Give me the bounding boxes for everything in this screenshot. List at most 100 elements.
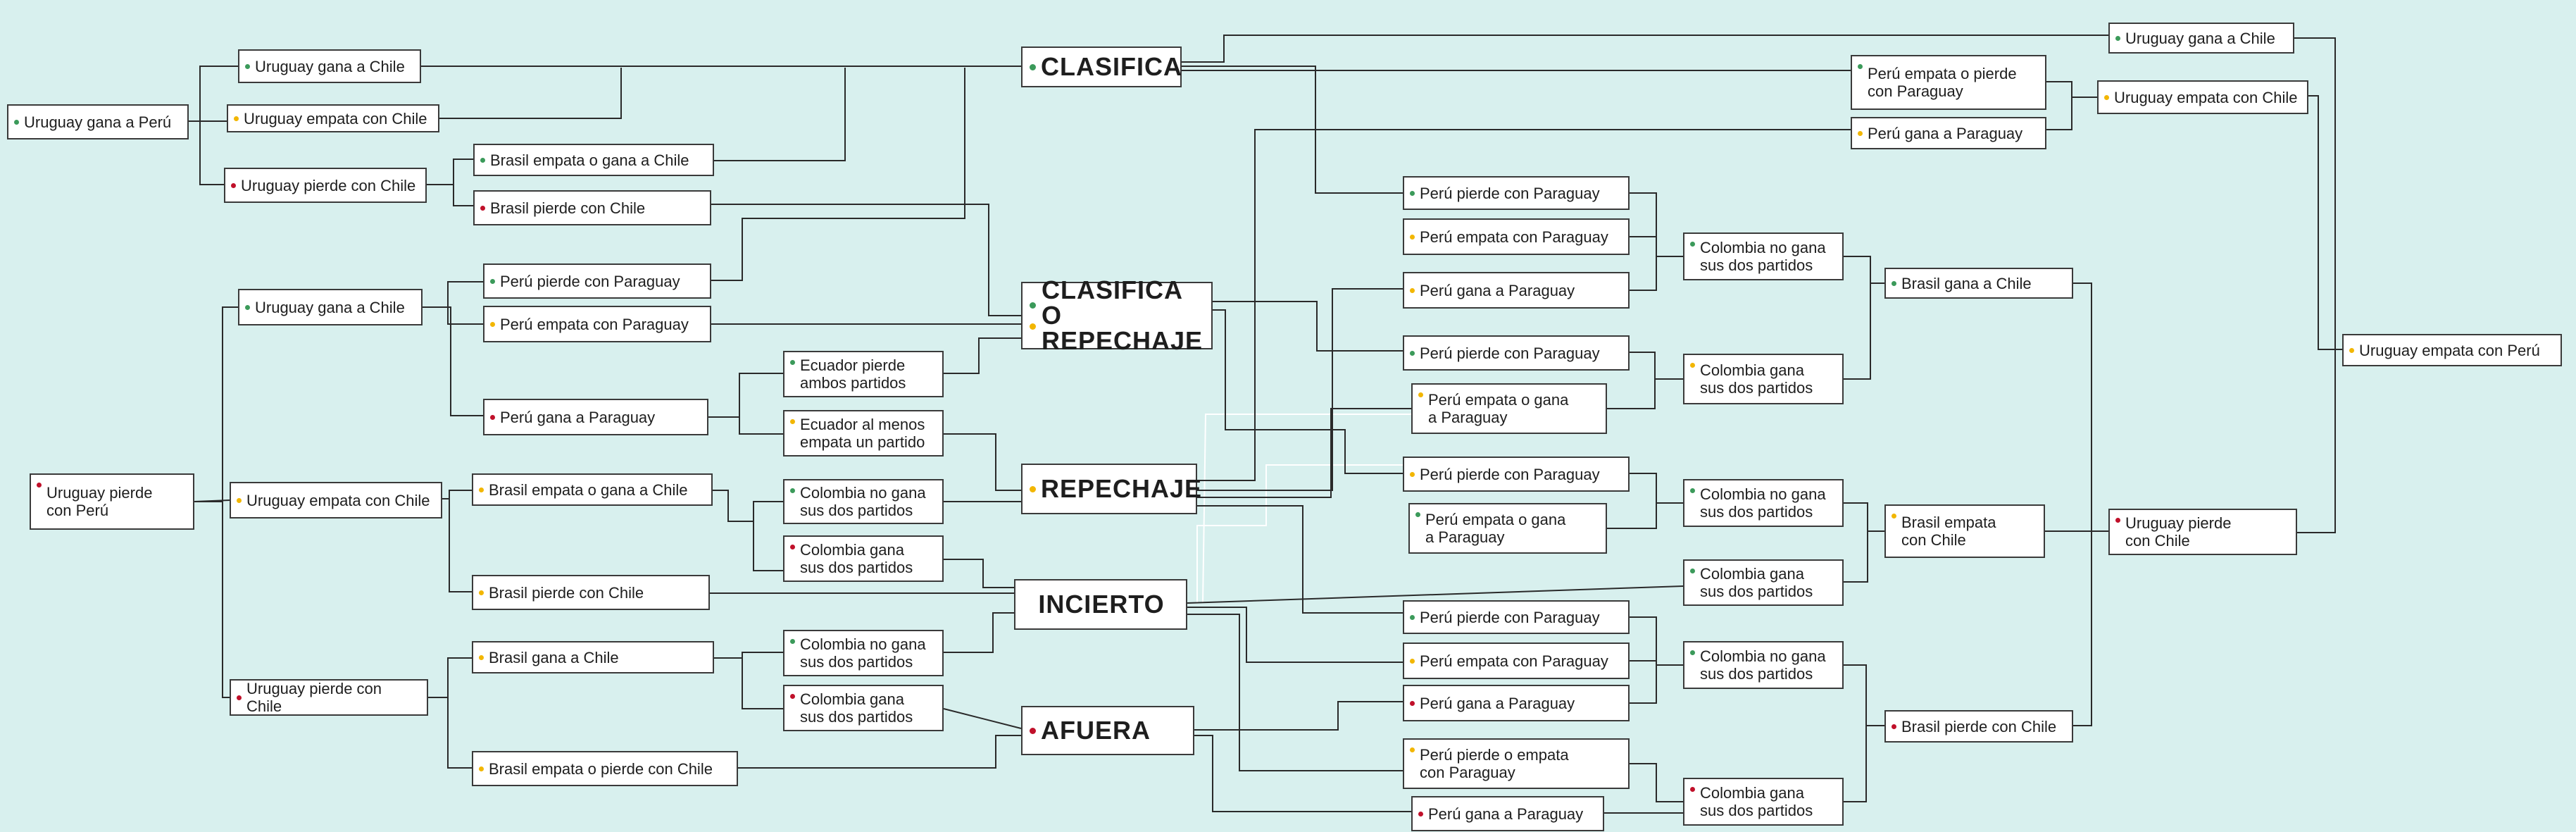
scenario-label: Brasil gana a Chile [489, 648, 619, 666]
connector-line [944, 433, 1021, 491]
outcome-box: AFUERA [1021, 706, 1194, 755]
scenario-label: Uruguay empata con Perú [2359, 341, 2540, 359]
scenario-box: Uruguay empata con Perú [2342, 334, 2562, 366]
yellow-dot-icon [790, 419, 795, 424]
green-dot-icon [14, 119, 19, 125]
outcome-label: CLASIFICA [1041, 52, 1182, 81]
scenario-label: Perú gana a Paraguay [1868, 124, 2023, 142]
connector-line [439, 68, 622, 119]
scenario-label: Brasil empata con Chile [1901, 514, 1996, 549]
green-dot-icon [1030, 302, 1036, 309]
red-dot-icon [2115, 518, 2120, 523]
connector-line [943, 708, 1022, 729]
scenario-label: Perú gana a Paraguay [500, 408, 656, 426]
connector-line [427, 159, 473, 185]
connector-line [1197, 129, 1851, 481]
connector-line [714, 68, 846, 161]
connector-line [2073, 282, 2092, 726]
connector-line [944, 612, 1014, 653]
scenario-box: Perú gana a Paraguay [483, 399, 708, 435]
outcome-box: INCIERTO [1014, 579, 1187, 630]
connector-line [447, 697, 472, 769]
green-dot-icon [1690, 650, 1695, 655]
scenario-box: Brasil gana a Chile [472, 641, 714, 673]
yellow-dot-icon [1030, 485, 1036, 492]
connector-line [2046, 81, 2072, 130]
scenario-box: Uruguay gana a Perú [7, 104, 189, 139]
green-dot-icon [1690, 488, 1695, 493]
connector-line [1197, 288, 1403, 491]
connector-line [428, 657, 472, 698]
connector-line [742, 658, 783, 709]
scenario-box: Colombia no gana sus dos partidos [1683, 232, 1844, 280]
scenario-label: Brasil pierde con Chile [1901, 717, 2057, 735]
scenario-box: Perú empata o gana a Paraguay [1411, 383, 1607, 434]
green-dot-icon [245, 304, 250, 310]
yellow-dot-icon [237, 497, 242, 503]
connector-line [1844, 256, 1884, 284]
red-dot-icon [1410, 700, 1415, 706]
scenario-box: Perú gana a Paraguay [1851, 117, 2046, 149]
scenario-box: Ecuador al menos empata un partido [783, 410, 944, 457]
connector-line [1197, 408, 1411, 498]
connector-line [423, 306, 483, 416]
scenario-label: Perú gana a Paraguay [1428, 805, 1584, 823]
scenario-label: Perú gana a Paraguay [1420, 281, 1575, 299]
scenario-box: Colombia gana sus dos partidos [783, 535, 944, 582]
green-dot-icon [1690, 569, 1695, 573]
connector-line [1194, 735, 1411, 812]
connector-line [423, 281, 483, 308]
scenario-box: Perú empata o gana a Paraguay [1408, 503, 1607, 554]
scenario-label: Uruguay pierde con Chile [241, 176, 416, 194]
yellow-dot-icon [490, 321, 495, 327]
scenario-box: Perú gana a Paraguay [1403, 685, 1630, 721]
yellow-dot-icon [2104, 94, 2109, 100]
scenario-box: Brasil empata con Chile [1884, 504, 2045, 558]
connector-line [713, 490, 783, 571]
scenario-box: Uruguay gana a Chile [238, 289, 423, 325]
scenario-box: Colombia gana sus dos partidos [783, 685, 944, 731]
scenario-label: Colombia gana sus dos partidos [1700, 784, 1813, 819]
scenario-box: Perú empata con Paraguay [1403, 218, 1630, 255]
green-dot-icon [2115, 35, 2120, 41]
yellow-dot-icon [1858, 130, 1863, 136]
scenario-box: Perú pierde con Paraguay [1403, 457, 1630, 492]
connector-line [1607, 503, 1657, 529]
scenario-label: Colombia gana sus dos partidos [1700, 565, 1813, 600]
scenario-label: Uruguay empata con Chile [2114, 88, 2298, 106]
green-dot-icon [490, 278, 495, 284]
scenario-label: Colombia no gana sus dos partidos [800, 484, 926, 519]
connector-line [1844, 283, 1871, 380]
scenario-box: Brasil gana a Chile [1884, 268, 2073, 299]
scenario-label: Ecuador al menos empata un partido [800, 416, 925, 451]
red-dot-icon [37, 483, 42, 488]
connector-line [708, 373, 783, 418]
yellow-dot-icon [479, 590, 484, 595]
scenario-box: Uruguay pierde con Chile [230, 679, 428, 716]
connector-line [1630, 256, 1657, 291]
connector-line [711, 68, 965, 281]
red-dot-icon [490, 414, 495, 420]
scenario-label: Perú empata o pierde con Paraguay [1868, 65, 2017, 100]
scenario-box: Colombia gana sus dos partidos [1683, 778, 1844, 826]
scenario-box: Perú pierde con Paraguay [1403, 335, 1630, 371]
connector-line [711, 204, 1021, 316]
connector-line [1844, 726, 1867, 802]
connector-line [1844, 664, 1884, 726]
connector-line [739, 417, 783, 435]
connector-line [1213, 301, 1403, 352]
connector-line [1213, 309, 1403, 474]
connector-line [944, 337, 1021, 374]
scenario-box: Uruguay empata con Chile [230, 482, 442, 519]
green-dot-icon [790, 488, 795, 493]
connector-line [194, 501, 230, 698]
scenario-label: Colombia gana sus dos partidos [800, 541, 913, 576]
scenario-label: Perú pierde con Paraguay [1420, 465, 1600, 483]
scenario-label: Perú gana a Paraguay [1420, 694, 1575, 712]
connector-line [1844, 502, 1884, 532]
connector-line [1187, 614, 1403, 771]
green-dot-icon [1892, 280, 1896, 286]
scenario-label: Brasil empata o gana a Chile [490, 151, 689, 169]
scenario-label: Colombia no gana sus dos partidos [800, 635, 926, 671]
red-dot-icon [1418, 811, 1423, 817]
